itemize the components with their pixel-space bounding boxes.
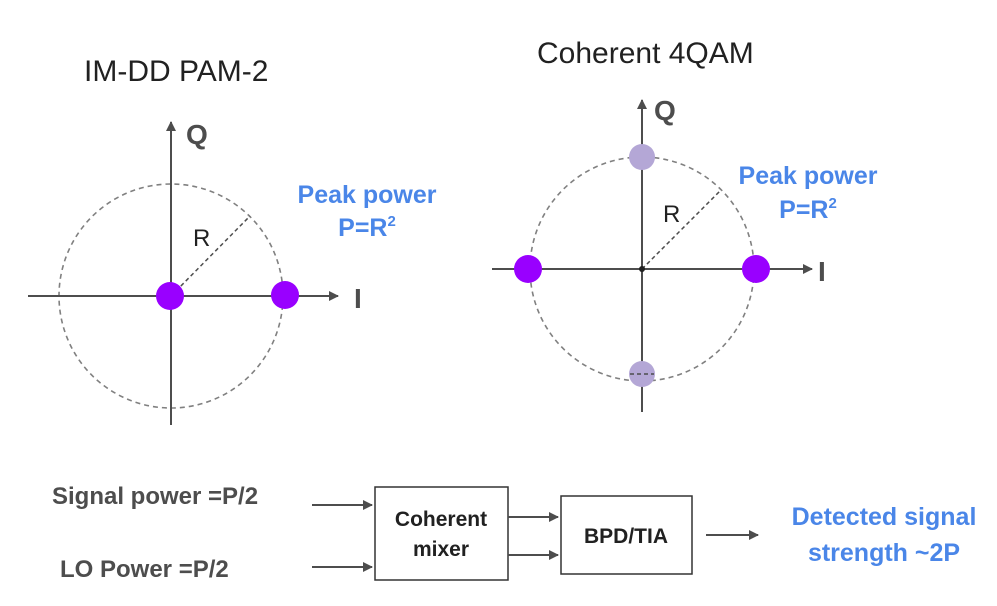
coherent-i-label: I [818,256,826,287]
coherent-point-right [742,255,770,283]
coherent-radius-label: R [663,201,680,228]
imdd-peak-power-label: Peak power [298,181,437,209]
imdd-q-label: Q [186,119,208,150]
coherent-peak-power-label: Peak power [739,162,878,190]
coherent-point-top [629,144,655,170]
block-diagram: Signal power =P/2 LO Power =P/2 Coherent… [52,483,976,583]
detected-signal-line2: strength ~2P [808,539,960,567]
coherent-peak-power-formula: P=R2 [779,195,837,224]
bpd-tia-block [560,495,693,575]
imdd-title: IM-DD PAM-2 [84,55,268,88]
imdd-peak-power-formula: P=R2 [338,213,396,242]
coherent-mixer-block [374,486,509,581]
coherent-constellation: Coherent 4QAM Q I R Peak power P=R2 [492,37,878,412]
coherent-point-bottom [629,361,655,387]
lo-power-label: LO Power =P/2 [60,556,229,583]
bpd-tia-label: BPD/TIA [584,525,668,548]
coherent-point-left [514,255,542,283]
imdd-point-0 [156,282,184,310]
imdd-i-label: I [354,283,362,314]
coherent-q-label: Q [654,95,676,126]
detected-signal-line1: Detected signal [792,503,977,531]
imdd-radius-label: R [193,225,210,252]
coherent-radius-line [641,189,722,270]
coherent-title: Coherent 4QAM [537,37,754,70]
signal-power-label: Signal power =P/2 [52,483,258,510]
coherent-origin-dot [639,266,645,272]
mixer-label-line1: Coherent [395,508,487,531]
imdd-radius-line [170,215,251,297]
mixer-label-line2: mixer [413,538,469,561]
imdd-point-1 [271,281,299,309]
imdd-constellation: IM-DD PAM-2 Q I R Peak power P=R2 [28,55,437,425]
